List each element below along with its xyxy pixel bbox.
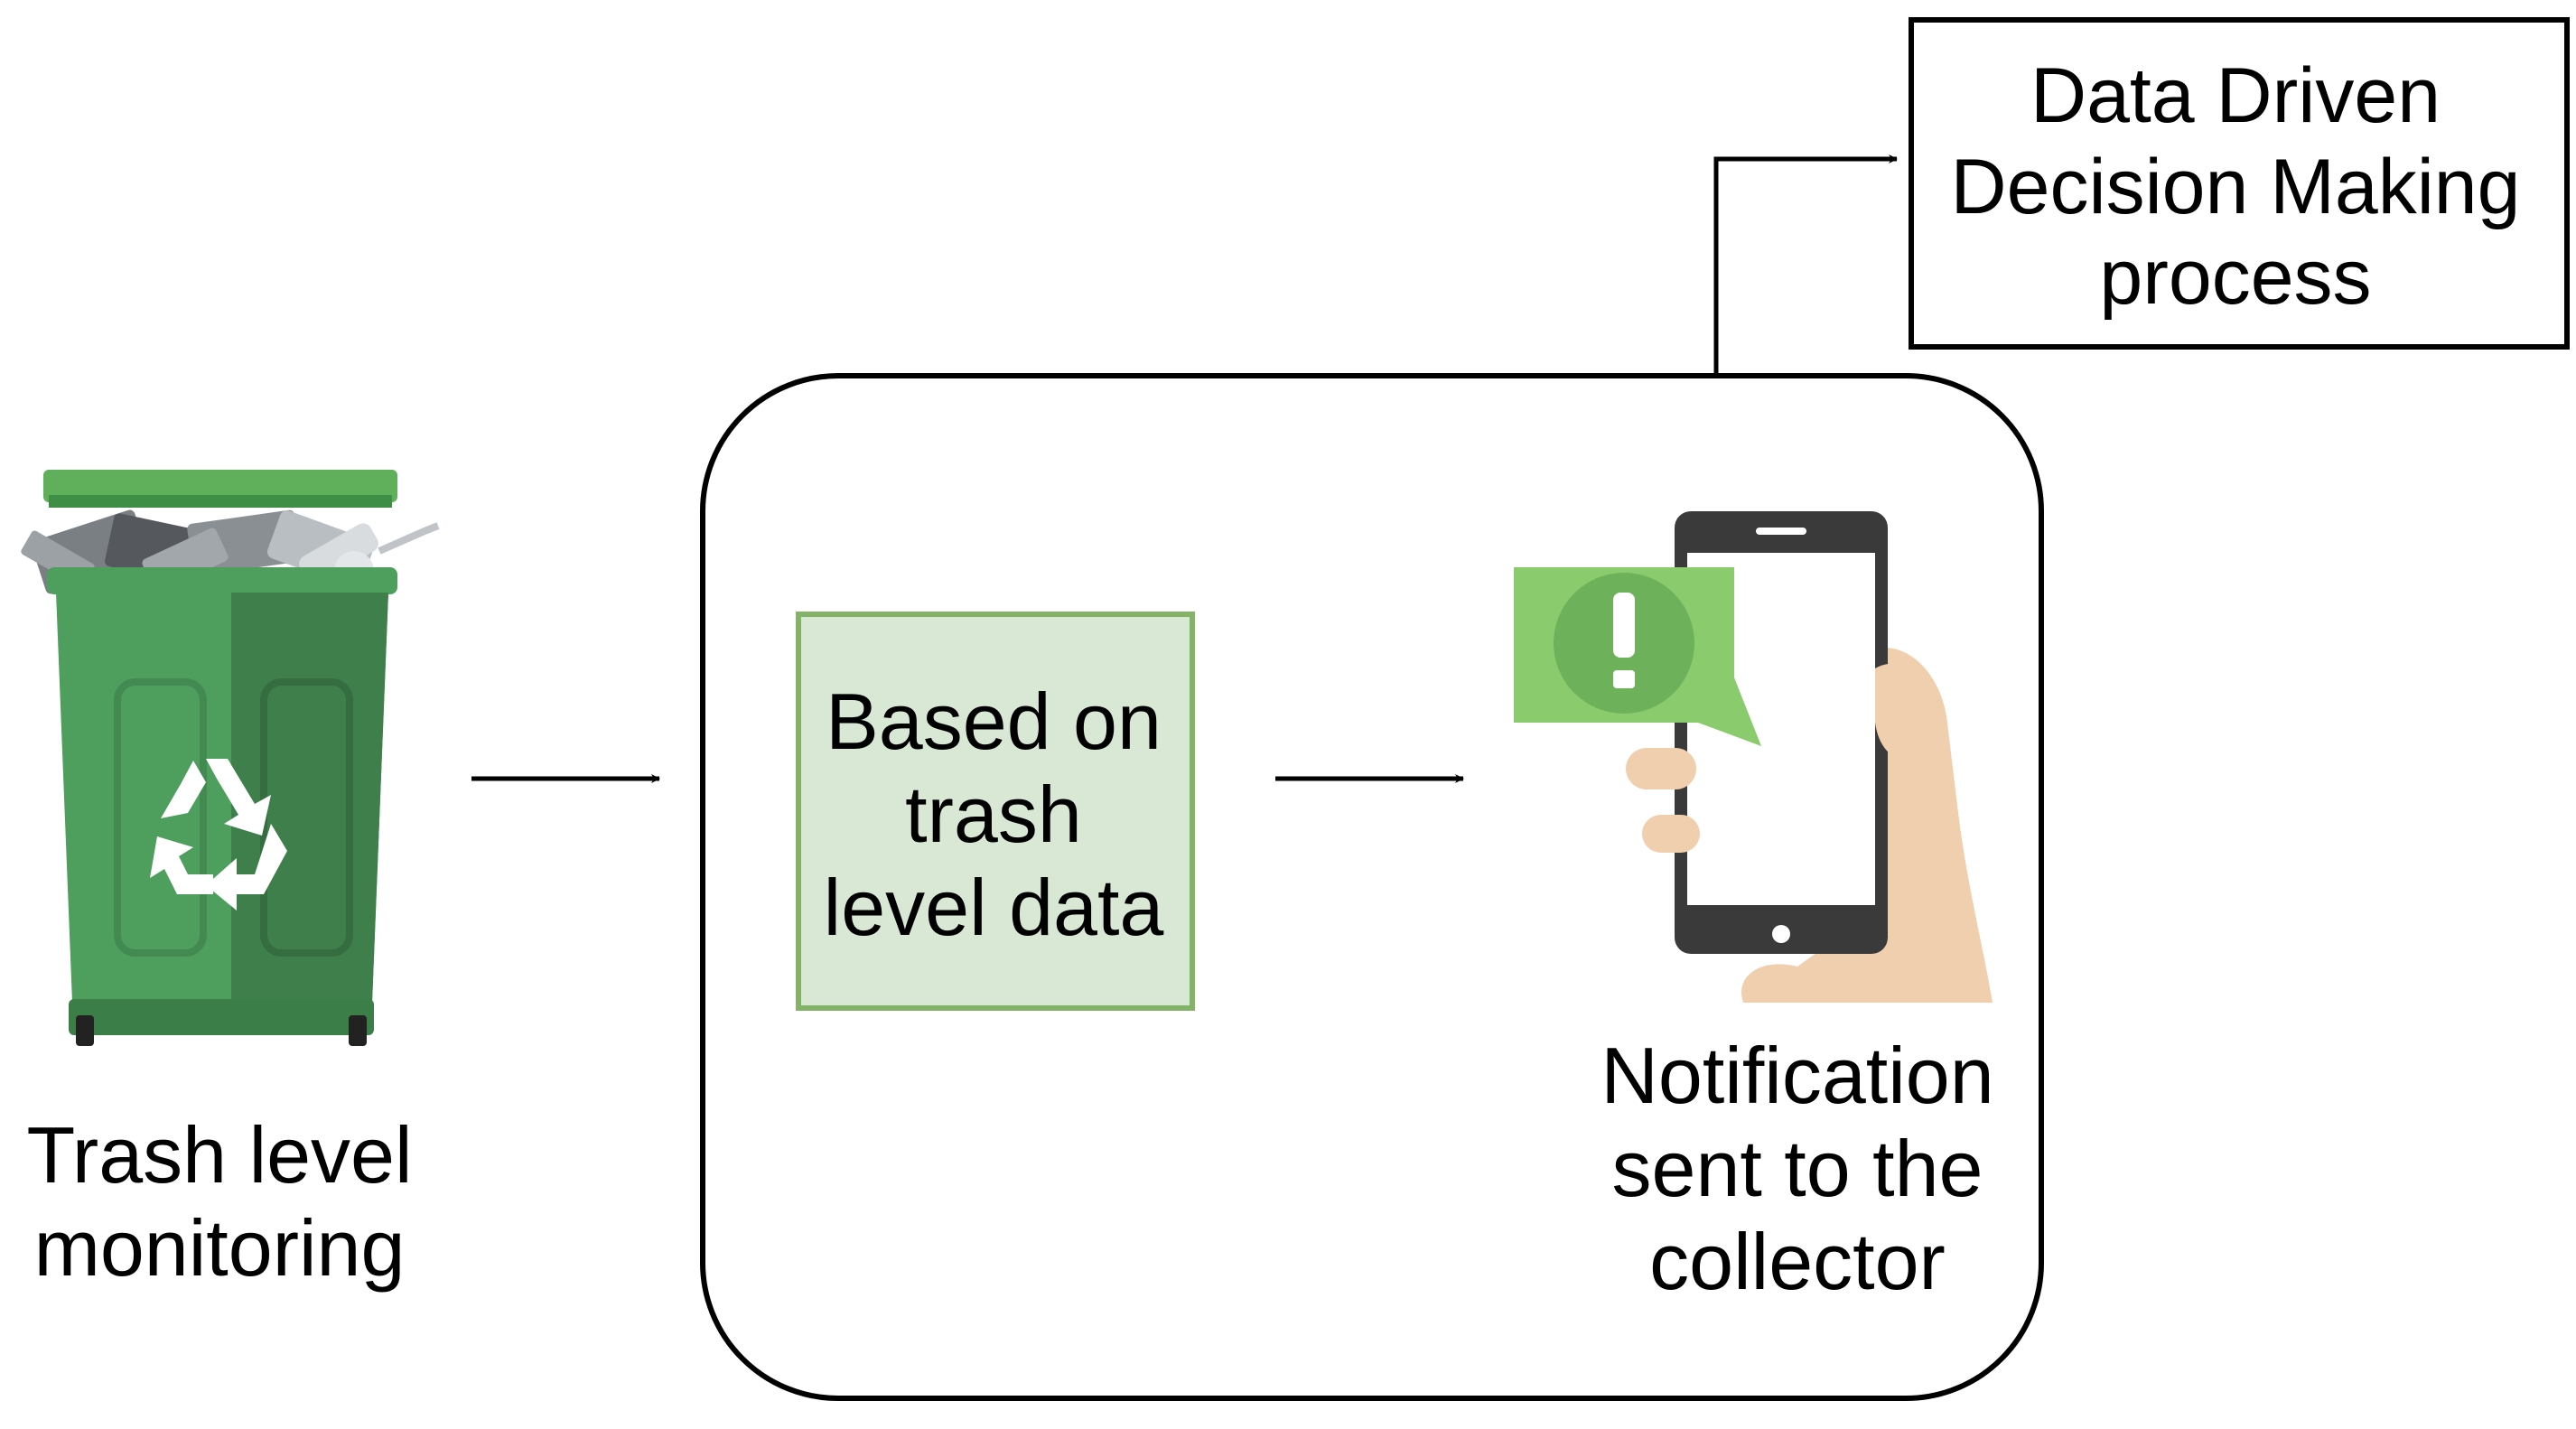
data-driven-decision-label: Data Driven Decision Making process (1906, 51, 2565, 323)
decision-label-line-3: process (2099, 234, 2372, 322)
recycle-symbol-icon (150, 759, 287, 911)
decision-label-line-2: Decision Making (1950, 143, 2521, 230)
thumb (1875, 663, 1926, 761)
notification-label-line-3: collector (1649, 1216, 1946, 1306)
recycle-bin-icon (21, 470, 440, 1046)
bin-rim (47, 567, 397, 594)
based-on-trash-level-data-label: Based on trash level data (795, 676, 1192, 955)
decision-label-line-1: Data Driven (2030, 52, 2441, 139)
finger-2 (1642, 815, 1700, 853)
exclamation-alert-icon (1554, 573, 1694, 714)
process-label-line-2: trash (905, 769, 1082, 859)
trash-level-monitoring-label: Trash level monitoring (0, 1109, 439, 1295)
phone-in-hand-icon (1514, 511, 1993, 1003)
process-label-line-1: Based on (826, 677, 1162, 766)
notification-label-line-1: Notification (1601, 1031, 1994, 1120)
bin-body-shade (231, 593, 388, 1003)
bin-lid (43, 470, 397, 502)
process-label-line-3: level data (823, 862, 1164, 952)
trash-label-line-2: monitoring (33, 1202, 406, 1293)
bin-panel-left (114, 678, 207, 957)
bin-base (69, 999, 374, 1035)
trash-label-line-1: Trash level (26, 1110, 413, 1200)
finger-1 (1626, 748, 1696, 789)
phone-speaker (1756, 528, 1806, 535)
decision-making-box (1909, 17, 2570, 350)
bin-wheel-right (349, 1015, 367, 1046)
bin-lid-shadow (49, 495, 392, 508)
trash-level-data-box (796, 612, 1195, 1011)
arrow-to-decision-box (1713, 154, 1898, 374)
phone-home-button (1772, 925, 1790, 943)
notification-sent-label: Notification sent to the collector (1572, 1030, 2023, 1309)
notification-label-line-2: sent to the (1611, 1123, 1983, 1213)
bin-wheel-left (76, 1015, 94, 1046)
